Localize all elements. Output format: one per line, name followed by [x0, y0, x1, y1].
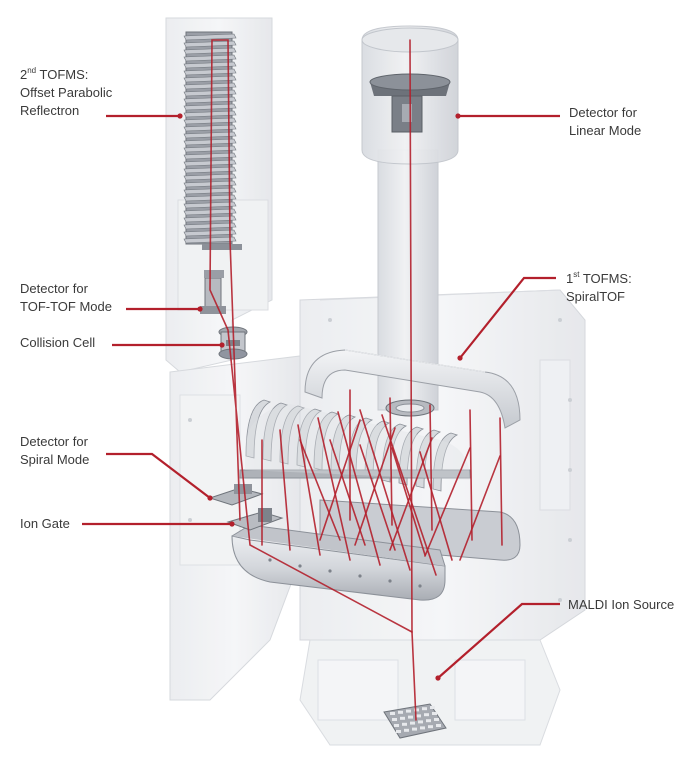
label-spiraltof-ordinal: st: [573, 269, 580, 279]
label-reflectron: 2nd TOFMS: Offset Parabolic Reflectron: [20, 66, 112, 120]
maldi-target-well: [414, 708, 419, 712]
ion-trajectory: [209, 39, 413, 633]
label-spiraltof: 1st TOFMS: SpiralTOF: [566, 270, 632, 306]
maldi-target-well: [422, 707, 427, 711]
label-reflectron-line2: Offset Parabolic: [20, 85, 113, 100]
callout-line: [106, 452, 211, 499]
callout-dot: [457, 355, 463, 361]
callout-dot: [177, 113, 183, 119]
maldi-target-well: [434, 718, 439, 721]
label-reflectron-line3: Reflectron: [20, 103, 80, 118]
callout-line: [437, 602, 560, 679]
maldi-target-well: [424, 713, 429, 717]
reflectron-plate: [183, 82, 237, 90]
label-detector-tof-tof-line2: TOF-TOF Mode: [20, 299, 112, 314]
reflectron-plate: [183, 152, 237, 160]
reflectron-plate: [183, 103, 237, 111]
label-detector-spiral-line1: Detector for: [20, 434, 88, 449]
label-collision-cell: Collision Cell: [20, 334, 95, 352]
ion-trajectory: [349, 389, 503, 546]
label-ion-gate-line1: Ion Gate: [20, 516, 70, 531]
maldi-target-well: [428, 725, 433, 729]
ion-trajectory: [261, 409, 437, 576]
label-detector-spiral: Detector for Spiral Mode: [20, 433, 89, 469]
label-ion-gate: Ion Gate: [20, 515, 70, 533]
reflectron-plate: [183, 124, 237, 132]
label-reflectron-number: 2: [20, 67, 28, 82]
maldi-target-well: [410, 721, 415, 725]
maldi-target-well: [412, 727, 417, 731]
label-maldi-source-line1: MALDI Ion Source: [568, 597, 675, 612]
maldi-target-well: [436, 724, 441, 727]
spiral-ring-electrode: [279, 405, 306, 465]
maldi-target-well: [396, 730, 401, 733]
reflectron-stack: [183, 31, 242, 250]
maldi-target-well: [408, 715, 413, 719]
ion-trajectory: [299, 439, 453, 561]
label-spiraltof-title: TOFMS:: [579, 271, 632, 286]
reflectron-plate: [183, 138, 237, 146]
label-spiraltof-line2: SpiralTOF: [566, 289, 625, 304]
spiral-ring-electrode: [364, 420, 391, 480]
callout-dot: [455, 113, 461, 119]
callout-dot: [207, 495, 213, 501]
callout-dot: [229, 521, 235, 527]
callout-dot: [219, 342, 225, 348]
spiral-ring-electrode: [262, 402, 289, 462]
maldi-target-well: [418, 720, 423, 724]
ion-trajectory: [319, 419, 501, 561]
label-reflectron-ordinal: nd: [27, 65, 37, 75]
maldi-target-well: [406, 709, 411, 713]
label-collision-cell-line1: Collision Cell: [20, 335, 96, 350]
label-reflectron-title: TOFMS:: [36, 67, 89, 82]
reflectron-plate: [183, 89, 237, 97]
reflectron-plate: [183, 117, 237, 125]
maldi-target-well: [398, 710, 403, 714]
maldi-target-well: [402, 722, 407, 726]
reflectron-plate: [183, 40, 237, 48]
label-spiraltof-number: 1: [566, 271, 574, 286]
reflectron-plate: [183, 173, 237, 181]
ion-flight-path: [209, 39, 503, 721]
label-detector-linear-line1: Detector for: [569, 105, 637, 120]
label-detector-spiral-line2: Spiral Mode: [20, 452, 90, 467]
label-detector-linear-line2: Linear Mode: [569, 123, 642, 138]
reflectron-plate: [183, 180, 237, 188]
reflectron-plate: [183, 131, 237, 139]
reflectron-plate: [183, 145, 237, 153]
reflectron-plate: [183, 110, 237, 118]
callout-leaders: [82, 113, 560, 681]
maldi-target-well: [400, 716, 405, 720]
maldi-target-well: [420, 726, 425, 730]
callout-dot: [197, 306, 203, 312]
callout-dot: [435, 675, 441, 681]
maldi-target-well: [392, 718, 397, 721]
reflectron-plate: [183, 75, 237, 83]
maldi-target-well: [426, 719, 431, 723]
label-detector-tof-tof-line1: Detector for: [20, 281, 88, 296]
maldi-target-well: [432, 712, 437, 715]
maldi-target-well: [404, 728, 409, 732]
label-detector-linear: Detector for Linear Mode: [569, 104, 641, 140]
reflectron-plate: [183, 68, 237, 76]
callout-line: [459, 276, 556, 359]
reflectron-plate: [183, 166, 237, 174]
spiral-ring-electrode: [245, 399, 272, 459]
maldi-target-well: [416, 714, 421, 718]
reflectron-plate: [183, 33, 237, 41]
reflectron-plate: [183, 159, 237, 167]
reflectron-plate: [183, 61, 237, 69]
label-detector-tof-tof: Detector for TOF-TOF Mode: [20, 280, 112, 316]
maldi-target-well: [394, 724, 399, 727]
tof-tof-detector: [200, 270, 226, 314]
maldi-target-well: [390, 712, 395, 715]
reflectron-plate: [183, 54, 237, 62]
reflectron-plate: [183, 47, 237, 55]
label-maldi-source: MALDI Ion Source: [568, 596, 674, 614]
reflectron-plate: [183, 96, 237, 104]
maldi-target-well: [430, 706, 435, 709]
